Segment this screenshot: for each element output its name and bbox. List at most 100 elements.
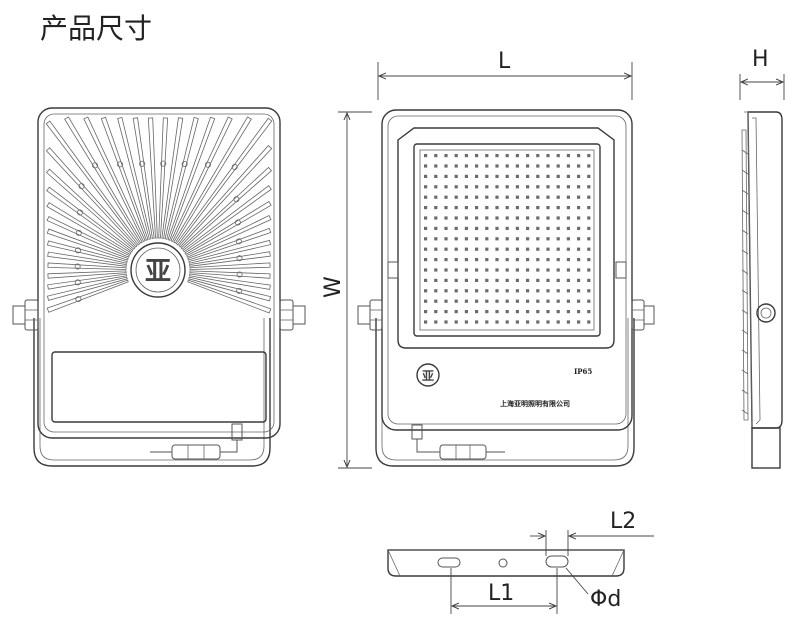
front-housing <box>381 109 633 431</box>
led-chip <box>434 320 438 324</box>
led-chip <box>444 299 448 303</box>
led-chip <box>556 278 560 282</box>
led-chip <box>556 185 560 189</box>
led-chip <box>495 154 499 158</box>
side-fins <box>741 149 749 415</box>
led-chip <box>485 226 489 230</box>
led-chip <box>566 258 570 262</box>
led-chip <box>464 247 468 251</box>
led-chip <box>424 289 428 293</box>
led-chip <box>566 164 570 168</box>
led-chip <box>526 216 530 220</box>
led-chip <box>424 216 428 220</box>
front-lens <box>413 143 601 337</box>
led-chip <box>485 185 489 189</box>
led-chip <box>566 278 570 282</box>
led-chip <box>434 299 438 303</box>
heatsink-fin <box>187 227 272 261</box>
heatsink-fin <box>46 240 128 264</box>
side-knob <box>756 303 776 323</box>
heatsink-fin <box>132 117 155 239</box>
led-chip <box>434 174 438 178</box>
led-chip <box>556 154 560 158</box>
led-chip <box>515 320 519 324</box>
heatsink-fin <box>184 200 272 255</box>
led-chip <box>454 268 458 272</box>
led-chip <box>577 310 581 314</box>
led-chip <box>495 299 499 303</box>
side-fin <box>741 189 749 195</box>
heatsink-fin <box>180 166 273 250</box>
led-chip <box>464 185 468 189</box>
led-chip <box>444 206 448 210</box>
led-chip <box>485 299 489 303</box>
led-chip <box>577 164 581 168</box>
led-chip <box>475 268 479 272</box>
led-chip <box>434 237 438 241</box>
led-chip <box>454 226 458 230</box>
heatsink-fin <box>186 215 272 258</box>
led-chip <box>495 278 499 282</box>
led-chip <box>505 206 509 210</box>
led-chip <box>464 216 468 220</box>
led-chip <box>454 258 458 262</box>
led-chip <box>454 289 458 293</box>
led-chip <box>434 278 438 282</box>
led-chip <box>495 195 499 199</box>
bracket-center-hole <box>498 558 508 568</box>
led-chip <box>475 206 479 210</box>
led-chip <box>587 174 591 178</box>
led-chip <box>434 226 438 230</box>
led-chip <box>577 289 581 293</box>
side-fin <box>741 149 749 155</box>
heatsink-fin <box>189 270 271 279</box>
led-chip <box>577 268 581 272</box>
front-left-knob <box>357 299 383 331</box>
led-chip <box>444 164 448 168</box>
heatsink-boss <box>160 160 167 167</box>
led-chip <box>556 226 560 230</box>
side-fin <box>741 349 749 355</box>
led-chip <box>485 268 489 272</box>
heatsink-fin <box>64 116 143 244</box>
back-logo-ring <box>130 242 186 298</box>
led-chip <box>556 289 560 293</box>
led-chip <box>424 206 428 210</box>
led-chip <box>505 299 509 303</box>
heatsink-fin <box>46 276 128 301</box>
heatsink-fin <box>161 117 184 239</box>
front-logo-ring <box>416 363 440 387</box>
heatsink-boss <box>75 229 82 236</box>
led-chip <box>546 247 550 251</box>
led-chip <box>444 174 448 178</box>
heatsink-boss <box>117 161 124 168</box>
led-chip <box>546 154 550 158</box>
led-chip <box>556 258 560 262</box>
led-chip <box>495 206 499 210</box>
led-chip <box>495 174 499 178</box>
led-chip <box>505 310 509 314</box>
led-chip <box>515 258 519 262</box>
led-chip <box>536 185 540 189</box>
led-chip <box>566 247 570 251</box>
led-chip <box>546 206 550 210</box>
led-chip <box>556 247 560 251</box>
led-chip <box>454 278 458 282</box>
led-chip <box>536 164 540 168</box>
led-chip <box>495 289 499 293</box>
led-chip <box>546 226 550 230</box>
led-chip <box>485 258 489 262</box>
heatsink-fin <box>47 262 127 270</box>
led-chip <box>515 216 519 220</box>
led-chip <box>424 320 428 324</box>
led-chip <box>475 310 479 314</box>
led-chip <box>495 268 499 272</box>
led-chip <box>546 268 550 272</box>
led-chip <box>464 258 468 262</box>
dim-label-width: W <box>321 276 346 298</box>
led-chip <box>505 247 509 251</box>
led-chip <box>546 195 550 199</box>
led-chip <box>566 299 570 303</box>
led-chip <box>464 206 468 210</box>
led-chip <box>526 237 530 241</box>
